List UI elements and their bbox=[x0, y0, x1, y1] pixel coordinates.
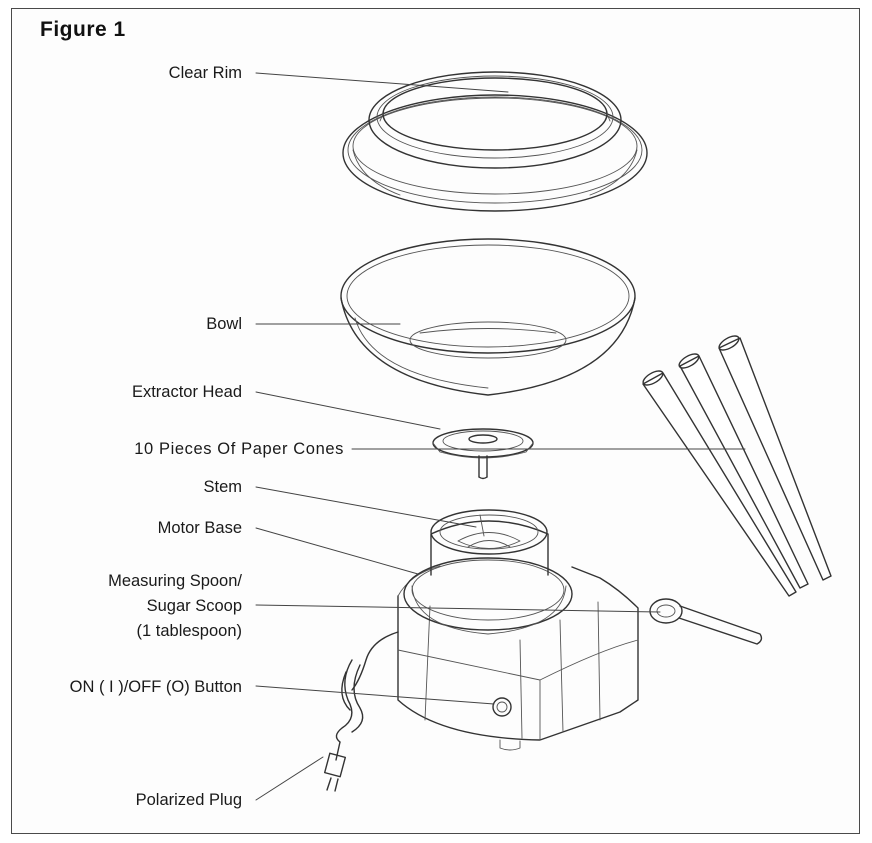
label-measuring-spoon-2: Sugar Scoop bbox=[146, 597, 242, 615]
bowl-drawing bbox=[340, 238, 636, 396]
measuring-spoon-drawing bbox=[649, 598, 763, 645]
figure-title: Figure 1 bbox=[40, 18, 126, 41]
label-on-off-button: ON ( I )/OFF (O) Button bbox=[69, 678, 242, 696]
label-motor-base: Motor Base bbox=[157, 519, 242, 537]
label-measuring-spoon-3: (1 tablespoon) bbox=[136, 622, 243, 640]
leader-lines bbox=[255, 72, 746, 801]
motor-base-drawing bbox=[397, 509, 639, 751]
clear-rim-drawing bbox=[342, 71, 648, 212]
extractor-head-drawing bbox=[432, 428, 534, 480]
label-measuring-spoon-1: Measuring Spoon/ bbox=[108, 572, 242, 590]
paper-cones-drawing bbox=[642, 335, 832, 597]
cord-and-plug-drawing bbox=[323, 631, 399, 792]
label-bowl: Bowl bbox=[206, 315, 242, 333]
label-paper-cones: 10 Pieces Of Paper Cones bbox=[134, 440, 344, 458]
label-clear-rim: Clear Rim bbox=[168, 64, 242, 82]
label-polarized-plug: Polarized Plug bbox=[135, 791, 242, 809]
label-extractor-head: Extractor Head bbox=[131, 383, 242, 401]
label-stem: Stem bbox=[203, 478, 242, 496]
